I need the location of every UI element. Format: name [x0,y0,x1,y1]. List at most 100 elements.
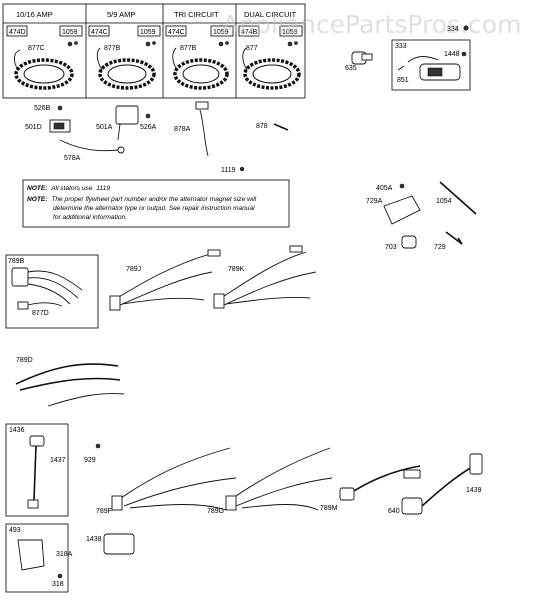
harness-789B-icon [11,267,83,310]
label-501D: 501D [25,124,42,131]
nut-icon [463,25,469,31]
harness-789D-icon [15,363,125,407]
stator-coil-icon [13,47,301,90]
label-1119: 1119 [221,167,236,174]
label-1436: 1436 [9,427,25,434]
label-1059-d: 1059 [282,29,298,36]
module-1438-icon [103,533,135,555]
label-578A: 578A [64,155,81,162]
part-box-333 [391,39,471,91]
note-prefix-2: NOTE: [27,196,48,203]
note-line-1: All stators use [50,185,93,192]
label-789B: 789B [8,258,25,265]
label-334: 334 [447,26,459,33]
sensor-1436-icon [27,435,45,509]
bracket-icon [445,231,463,245]
label-501A: 501A [96,124,113,131]
plug-640-icon [401,465,475,515]
label-1059-b: 1059 [140,29,156,36]
note-box: NOTE: All stators use 1119 NOTE: The pro… [22,179,290,228]
bracket-icon [383,195,421,225]
label-789F: 789F [96,508,112,515]
screw-icon [57,573,63,579]
screw-icon [67,41,298,47]
label-318: 318 [52,581,64,588]
svg-text:NOTE: All stators use: NOTE: All stators use 1119 [27,185,110,192]
harness-789J-icon [109,249,221,311]
label-1054: 1054 [436,198,452,205]
note-line-3: determine the alternator type or output.… [53,205,255,212]
header-dual-circuit: DUAL CIRCUIT [244,10,297,19]
label-526A: 526A [140,124,157,131]
harness-789K-icon [213,245,317,309]
header-5-9-amp: 5/9 AMP [107,10,135,19]
spark-plug-boot-icon [351,51,373,65]
harness-789G-icon [225,447,333,511]
svg-text:NOTE: The proper flywhee: NOTE: The proper flywheel part number an… [27,196,257,203]
label-333: 333 [395,43,407,50]
sensor-1439-icon [469,453,483,475]
label-789D: 789D [16,357,33,364]
stator-table: 10/16 AMP 5/9 AMP TRI CIRCUIT DUAL CIRCU… [2,3,306,99]
header-tri-circuit: TRI CIRCUIT [174,10,219,19]
connector-icon [117,146,125,154]
ignition-coil-icon [397,51,467,81]
harness-789M-icon [339,465,421,501]
part-box-493 [5,523,69,593]
label-789G: 789G [207,508,224,515]
screw-icon [95,443,101,449]
label-729: 729 [434,244,446,251]
label-635: 635 [345,65,357,72]
label-405A: 405A [376,185,393,192]
label-318A: 318A [56,551,73,558]
label-1437: 1437 [50,457,66,464]
label-526B: 526B [34,105,51,112]
header-10-16-amp: 10/16 AMP [16,10,53,19]
wire-878 [273,123,289,131]
harness-789F-icon [111,447,237,511]
label-1448: 1448 [444,51,460,58]
label-1059-c: 1059 [213,29,229,36]
label-877B-b: 877B [180,45,197,52]
label-1438: 1438 [86,536,102,543]
label-474D: 474D [9,29,26,36]
screw-icon [399,183,405,189]
label-877B: 877B [104,45,121,52]
clip-icon [401,235,417,249]
label-1439: 1439 [466,487,482,494]
label-878A: 878A [174,126,191,133]
label-729A: 729A [366,198,383,205]
label-640: 640 [388,508,400,515]
label-789J: 789J [126,266,141,273]
regulator-icon [115,105,139,141]
label-493: 493 [9,527,21,534]
note-line-2: The proper flywheel part number and/or t… [51,196,256,203]
label-703: 703 [385,244,397,251]
wire-578A [59,139,119,152]
label-789K: 789K [228,266,245,273]
screw-icon [57,105,63,111]
part-box-789B [5,254,99,329]
screw-icon [145,113,151,119]
label-789M: 789M [320,505,338,512]
label-878: 878 [256,123,268,130]
bracket-493-icon [17,539,45,571]
label-1059-a: 1059 [62,29,78,36]
label-877C: 877C [28,45,45,52]
label-877D: 877D [32,310,49,317]
label-474B: 474B [241,29,258,36]
label-474C: 474C [91,29,108,36]
watermark: AppliancePartsPros.com [222,10,521,39]
label-929: 929 [84,457,96,464]
label-474C-b: 474C [168,29,185,36]
cable-tie-icon [439,181,477,215]
note-prefix-1: NOTE: [27,185,48,192]
note-part-1119: 1119 [96,185,110,192]
screw-icon [239,166,245,172]
connector-icon [195,101,209,110]
wire-878A [199,109,209,157]
note-line-4: for additional information. [53,214,127,221]
part-box-1436 [5,423,69,517]
rectifier-icon [49,119,71,133]
